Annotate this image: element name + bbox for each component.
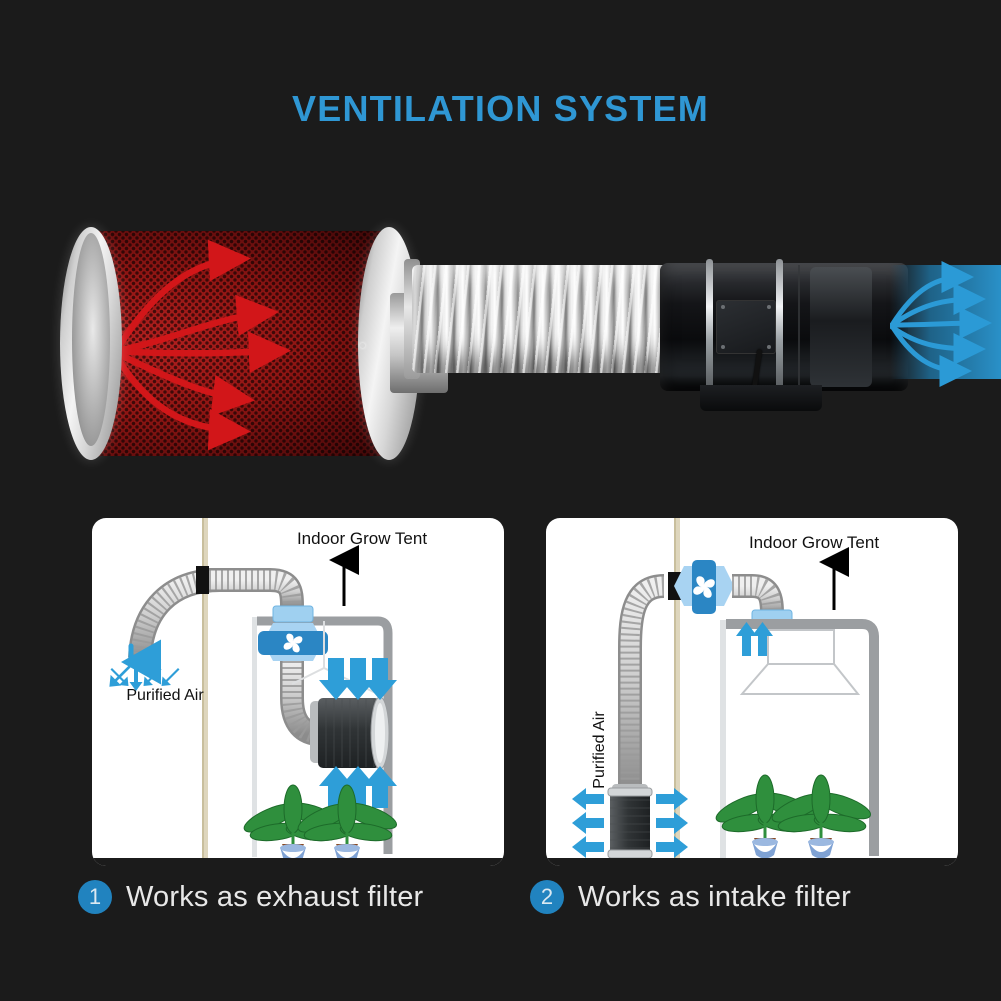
caption-row: 1 Works as exhaust filter 2 Works as int… — [0, 880, 1001, 950]
purified-air-label: Purified Air — [126, 687, 204, 704]
page-title: VENTILATION SYSTEM — [292, 88, 709, 129]
filter-end-cap-left — [60, 227, 122, 460]
filter-cap-inner — [72, 233, 110, 446]
wall-line — [202, 518, 208, 866]
arrows-purified-air-spread — [109, 665, 180, 691]
caption-badge-2: 2 — [530, 880, 564, 914]
arrows-down-into-filter — [319, 658, 397, 700]
external-vertical-duct — [618, 574, 666, 788]
fan-blades-icon — [283, 633, 303, 653]
panel-floor-shadow — [92, 858, 504, 866]
exhaust-diagram-svg: Indoor Grow Tent Purified Air — [92, 518, 504, 866]
caption-exhaust: 1 Works as exhaust filter — [78, 880, 423, 914]
wall-line — [674, 518, 680, 866]
grow-tent-frame — [257, 616, 393, 854]
diagram-panel-exhaust: Indoor Grow Tent Purified Air — [92, 518, 504, 866]
diagram-panel-intake: Indoor Grow Tent Purified Air — [546, 518, 958, 866]
arrow-right-2 — [656, 812, 688, 834]
filter-screw — [360, 343, 365, 348]
arrows-up-to-light — [736, 622, 773, 656]
panel-floor-shadow — [546, 858, 958, 866]
plant-2 — [771, 774, 871, 859]
caption-intake: 2 Works as intake filter — [530, 880, 851, 914]
duct-wall-clamp — [196, 566, 209, 594]
hero-product-illustration — [0, 195, 1001, 495]
inside-duct-to-tent — [732, 574, 784, 615]
flexible-duct — [412, 265, 690, 373]
external-carbon-filter — [607, 784, 653, 859]
arrow-left-3 — [572, 836, 604, 858]
duct-collar — [272, 605, 314, 623]
arrow-left-1 — [572, 788, 604, 810]
plant-2 — [297, 784, 397, 865]
fan-clamp-1 — [706, 259, 713, 395]
caption-badge-1: 1 — [78, 880, 112, 914]
red-airflow-arrows — [112, 239, 291, 451]
fan-outlet — [810, 267, 872, 387]
purified-air-label: Purified Air — [591, 711, 608, 789]
arrows-up-from-plants — [319, 766, 397, 808]
blue-airflow-arrows — [890, 261, 1001, 387]
tent-label: Indoor Grow Tent — [749, 533, 879, 552]
tent-left-wall — [252, 617, 257, 857]
carbon-filter-photo — [60, 227, 448, 460]
fan-mounting-bracket — [700, 385, 822, 411]
tent-fan-unit — [258, 623, 328, 661]
tent-carbon-filter — [310, 696, 390, 770]
caption-text-1: Works as exhaust filter — [126, 880, 424, 913]
arrow-right-1 — [656, 788, 688, 810]
wall-fan-unit — [674, 560, 734, 614]
inside-horizontal-duct — [209, 568, 304, 607]
grow-tent-frame — [726, 619, 879, 856]
tent-label: Indoor Grow Tent — [297, 529, 427, 548]
arrow-right-3 — [656, 836, 688, 858]
arrows-filter-intake — [572, 788, 688, 858]
fan-seam — [798, 265, 800, 389]
arrow-left-2 — [572, 812, 604, 834]
fan-clamp-2 — [776, 259, 783, 395]
caption-text-2: Works as intake filter — [578, 880, 852, 913]
fan-blades-icon — [693, 576, 715, 598]
intake-diagram-svg: Indoor Grow Tent Purified Air — [546, 518, 958, 866]
grow-light-reflector — [739, 629, 861, 695]
inline-duct-fan — [660, 245, 910, 411]
fan-motor-plate — [716, 300, 776, 354]
tent-left-wall — [720, 620, 726, 860]
diagram-panels: Indoor Grow Tent Purified Air — [0, 518, 1001, 870]
